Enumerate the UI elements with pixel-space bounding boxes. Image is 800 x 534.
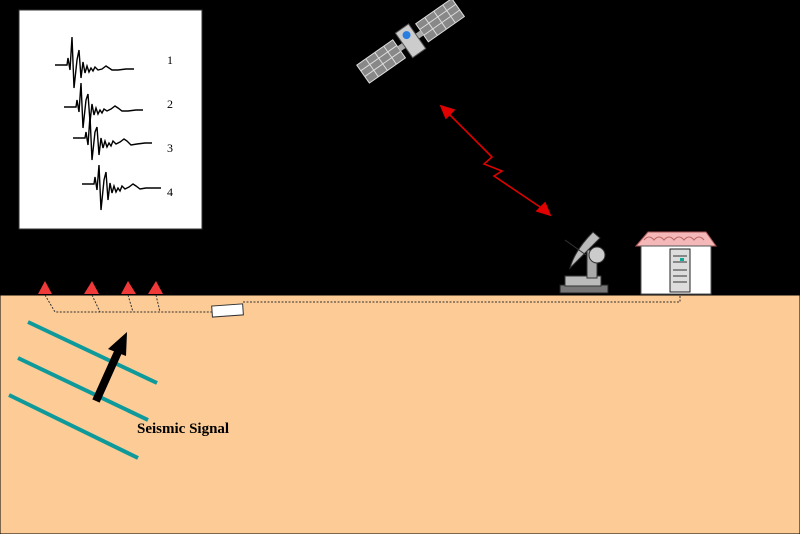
sensor-cable xyxy=(44,294,681,313)
satellite-icon xyxy=(356,0,466,84)
ground xyxy=(0,294,800,534)
seismogram-traces xyxy=(55,36,161,211)
seismic-signal-label: Seismic Signal xyxy=(137,421,230,437)
satellite-dish-icon xyxy=(559,231,609,294)
trace-3 xyxy=(73,115,152,161)
seismic-wavefronts xyxy=(8,320,158,460)
seismic-signal-arrow xyxy=(92,332,127,403)
sensor-4 xyxy=(148,281,163,294)
sensor-1 xyxy=(38,281,52,294)
recording-station-house xyxy=(634,231,717,295)
trace-2 xyxy=(64,82,143,129)
sensor-3 xyxy=(121,281,136,294)
trace-1 xyxy=(55,36,134,89)
trace-label-1: 1 xyxy=(167,53,173,67)
seismogram-panel xyxy=(18,9,203,230)
data-logger-box xyxy=(211,303,244,318)
satellite-link-arrow xyxy=(439,104,552,217)
trace-label-2: 2 xyxy=(167,97,173,111)
seismic-sensors xyxy=(38,281,163,294)
trace-4 xyxy=(82,164,161,211)
trace-label-4: 4 xyxy=(167,185,173,199)
sensor-2 xyxy=(84,281,99,294)
trace-label-3: 3 xyxy=(167,141,173,155)
